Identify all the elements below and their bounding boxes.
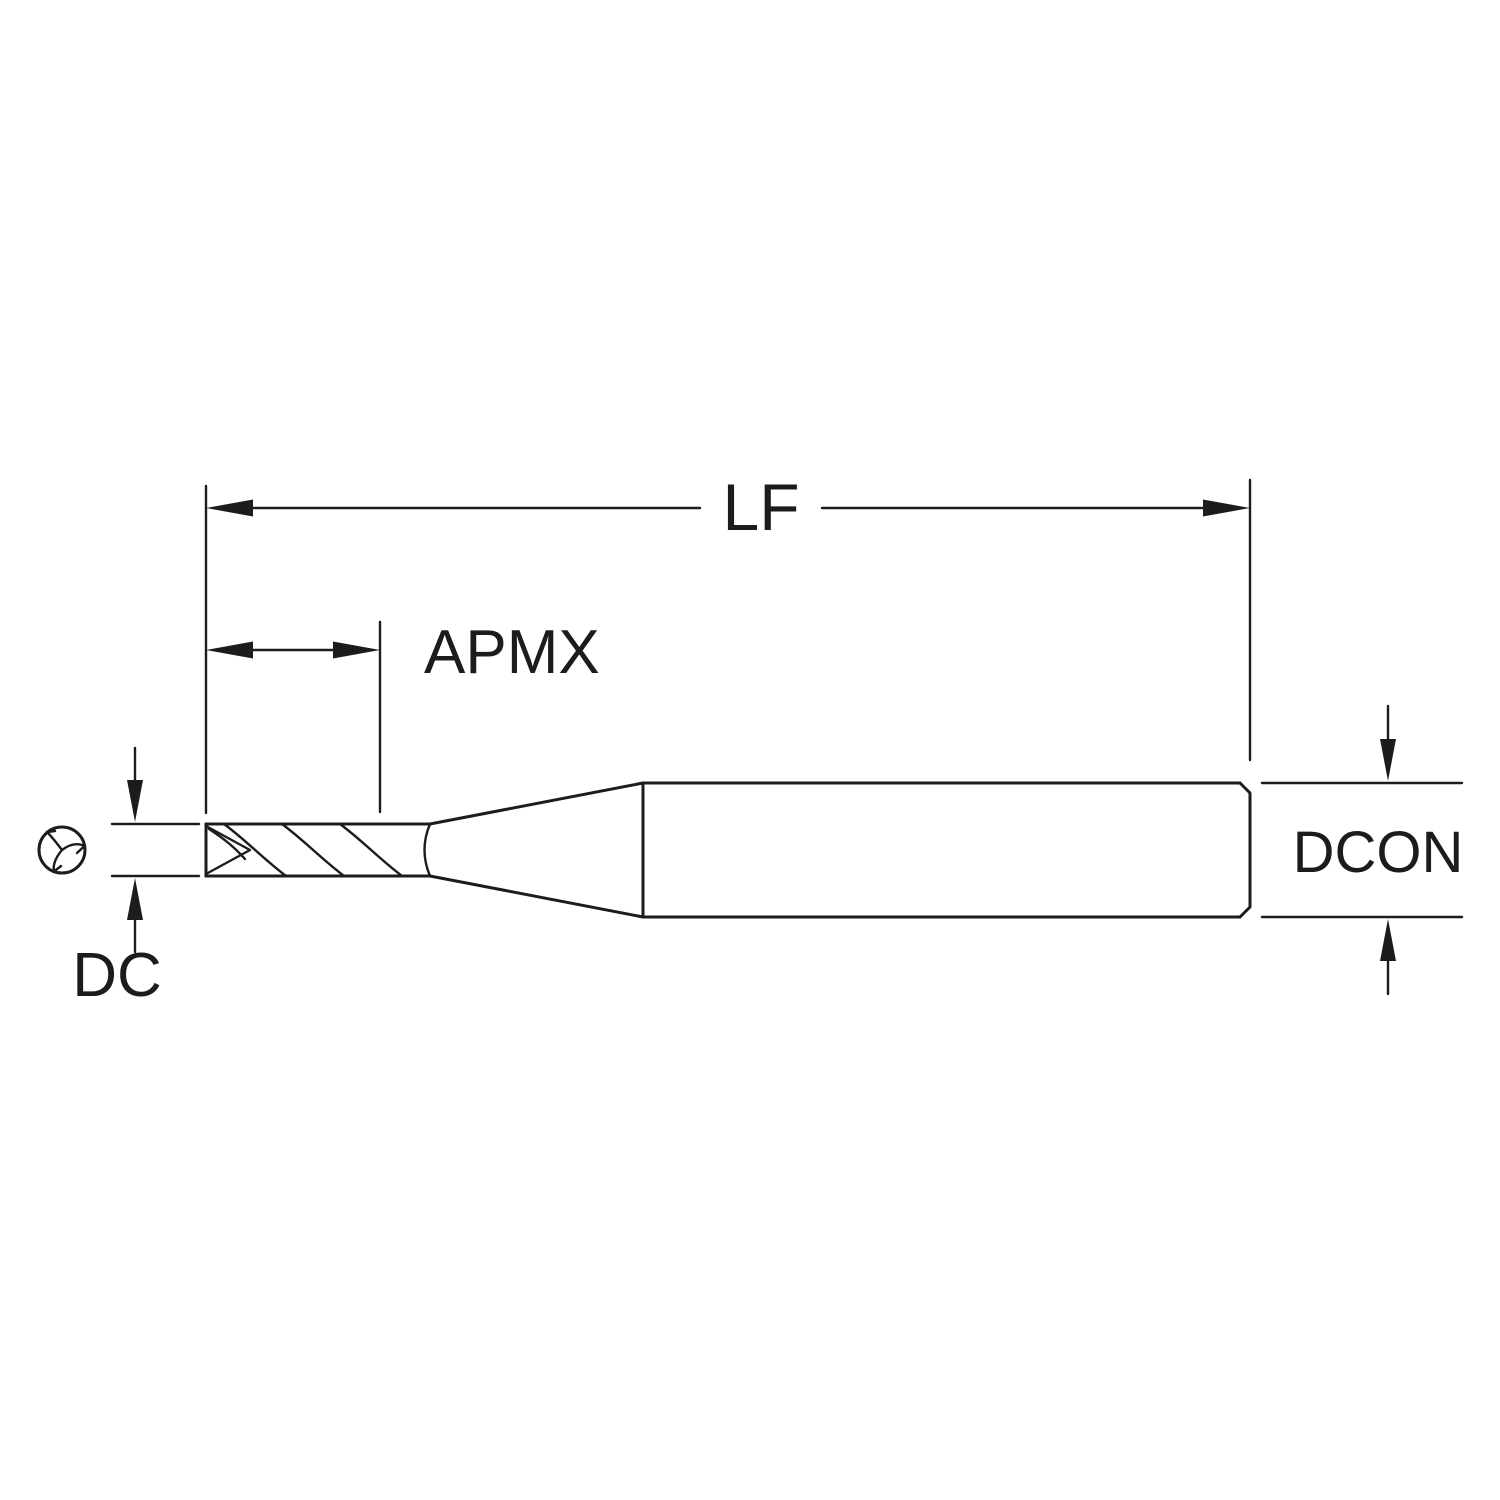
flute-runout-arc [423,822,432,878]
arrow-up-icon [1380,919,1396,961]
tip-teeth [204,824,252,876]
end-view-notch [45,829,57,834]
lf-label: LF [722,470,799,544]
arrow-up-icon [127,878,143,920]
taper-top-edge [428,781,645,826]
arrow-down-icon [127,780,143,822]
arrow-left-icon [206,641,253,659]
end-view-notch [75,844,86,855]
taper-bottom-edge [428,874,645,919]
end-view-notch [52,864,63,873]
shank-end-chamfer [1238,781,1252,919]
end-view-flute-edge [60,843,86,852]
tip-helix-curve [207,827,247,861]
end-view-flute-edge [52,848,64,873]
apmx-dimension: APMX [206,618,600,814]
arrow-right-icon [333,641,380,659]
arrow-right-icon [1203,499,1250,517]
dc-dimension: DC [72,746,201,1010]
arrow-down-icon [1380,739,1396,781]
apmx-label: APMX [424,618,600,687]
helix-flute-line [222,822,288,878]
dcon-label: DCON [1293,820,1464,885]
helix-flute-line [338,822,404,878]
dc-label: DC [72,941,162,1010]
lf-dimension: LF [204,470,1252,815]
dcon-dimension: DCON [1260,704,1464,996]
helix-flute-line [280,822,346,878]
tool-side-view [204,781,1252,919]
end-view-outline [37,825,87,875]
tool-end-view [37,825,87,875]
arrow-left-icon [206,499,253,517]
end-view-flute-edge [45,830,64,852]
